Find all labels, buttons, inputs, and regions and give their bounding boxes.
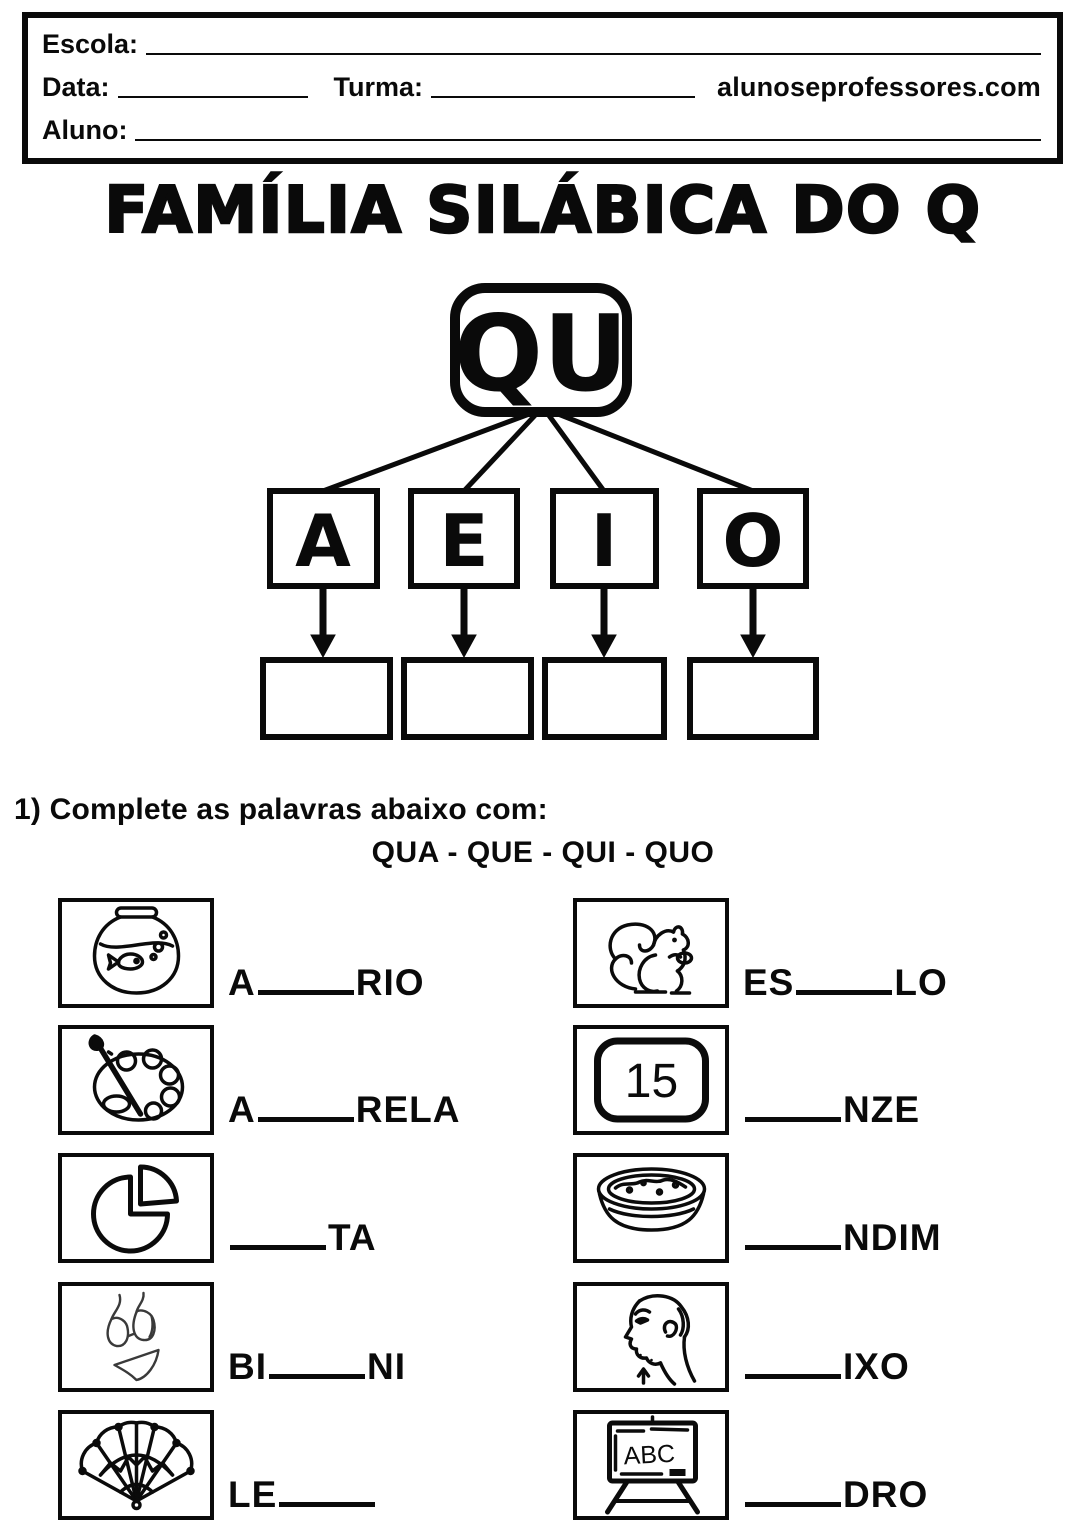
fishbowl-icon: [92, 906, 180, 995]
word-suffix: IXO: [843, 1346, 910, 1387]
exercise-instruction: 1) Complete as palavras abaixo com:: [14, 793, 548, 826]
vowel-box-i: [550, 488, 659, 589]
word-suffix: LO: [894, 962, 948, 1003]
class-label: Turma:: [333, 71, 424, 102]
word-item-aquarela: A RELA: [58, 1025, 460, 1135]
image-box: [573, 1282, 729, 1392]
word-blank[interactable]: [745, 1502, 841, 1507]
word: TA: [228, 1217, 377, 1259]
qu-syllable-diagram: QU A E I O: [260, 283, 819, 740]
word-item-quinze: 15 NZE: [573, 1025, 920, 1135]
header-box: Escola: Data: Turma: alunoseprofessores.…: [22, 12, 1063, 164]
answer-box-qui[interactable]: [542, 657, 667, 740]
word-blank[interactable]: [745, 1374, 841, 1379]
hand-fan-icon: [77, 1420, 195, 1511]
vowel-box-o: [697, 488, 809, 589]
image-box: 15: [573, 1025, 729, 1135]
word: ES LO: [743, 962, 948, 1004]
syllable-options: QUA - QUE - QUI - QUO: [371, 836, 715, 869]
word: BI NI: [228, 1346, 406, 1388]
image-box: [58, 1153, 214, 1263]
word-item-queixo: IXO: [573, 1282, 910, 1392]
word-suffix: DRO: [843, 1474, 929, 1515]
word-blank[interactable]: [796, 990, 893, 995]
vowel-label-i: I: [591, 499, 618, 583]
word-prefix: ES: [743, 962, 795, 1003]
word-blank[interactable]: [279, 1502, 376, 1507]
vowel-label-a: A: [295, 499, 351, 583]
word-prefix: A: [228, 1089, 256, 1130]
chalkboard-icon: ABC: [604, 1415, 700, 1515]
squirrel-icon: [607, 922, 693, 995]
page-title: FAMÍLIA SILÁBICA DO Q: [103, 173, 982, 250]
image-box: [58, 1410, 214, 1520]
vowel-labels: A E I O: [295, 499, 783, 583]
word-prefix: BI: [228, 1346, 267, 1387]
word-item-quadro: ABC DRO: [573, 1410, 928, 1520]
word-blank[interactable]: [745, 1245, 841, 1250]
word-blank[interactable]: [745, 1117, 841, 1122]
qu-root-label: QU: [454, 293, 629, 415]
word-suffix: NDIM: [843, 1217, 942, 1258]
student-write-line[interactable]: [135, 138, 1041, 141]
word-prefix: LE: [228, 1474, 278, 1515]
pie-chart-icon: [90, 1164, 179, 1254]
image-box: [573, 898, 729, 1008]
word: A RELA: [228, 1089, 460, 1131]
word-item-biquini: BI NI: [58, 1282, 406, 1392]
word: IXO: [743, 1346, 910, 1388]
paint-palette-icon: [88, 1034, 184, 1122]
word: DRO: [743, 1474, 928, 1516]
word-suffix: TA: [328, 1217, 377, 1258]
vowel-label-o: O: [722, 499, 783, 583]
class-write-line[interactable]: [431, 96, 695, 99]
vowel-box-a: [267, 488, 380, 589]
word: LE: [228, 1474, 377, 1516]
chin-profile-icon: [623, 1294, 696, 1386]
word: NZE: [743, 1089, 920, 1131]
qu-root-box: [450, 283, 632, 417]
bikini-icon: [105, 1291, 160, 1382]
word-blank[interactable]: [269, 1374, 365, 1379]
word-blank[interactable]: [257, 1117, 354, 1122]
word-prefix: A: [228, 962, 256, 1003]
image-box: [58, 898, 214, 1008]
vowel-label-e: E: [439, 499, 488, 583]
number-15-text: 15: [624, 1055, 677, 1108]
word-item-quindim: NDIM: [573, 1153, 942, 1263]
number-15-icon: 15: [593, 1037, 709, 1123]
word-suffix: RELA: [355, 1089, 461, 1130]
word-blank[interactable]: [230, 1245, 326, 1250]
down-arrows: [310, 586, 766, 659]
image-box: [573, 1153, 729, 1263]
image-box: ABC: [573, 1410, 729, 1520]
image-box: [58, 1025, 214, 1135]
school-label: Escola:: [42, 29, 139, 59]
student-label: Aluno:: [42, 114, 128, 145]
image-box: [58, 1282, 214, 1392]
word-item-esquilo: ES LO: [573, 898, 948, 1008]
date-label: Data:: [42, 71, 110, 102]
word-blank[interactable]: [257, 990, 354, 995]
word-item-leque: LE: [58, 1410, 377, 1520]
chalkboard-text: ABC: [622, 1440, 675, 1471]
word-item-aquario: A RIO: [58, 898, 425, 1008]
answer-box-qua[interactable]: [260, 657, 393, 740]
answer-box-quo[interactable]: [687, 657, 819, 740]
word-suffix: RIO: [355, 962, 425, 1003]
word-item-quota: TA: [58, 1153, 377, 1263]
pudding-bowl-icon: [596, 1167, 706, 1232]
word: A RIO: [228, 962, 425, 1004]
word: NDIM: [743, 1217, 942, 1259]
school-write-line[interactable]: [146, 53, 1041, 56]
date-write-line[interactable]: [117, 96, 308, 99]
word-suffix: NI: [367, 1346, 406, 1387]
qu-connector-lines: [322, 407, 754, 494]
answer-box-que[interactable]: [401, 657, 534, 740]
website-text: alunoseprofessores.com: [716, 71, 1041, 102]
word-suffix: NZE: [843, 1089, 920, 1130]
